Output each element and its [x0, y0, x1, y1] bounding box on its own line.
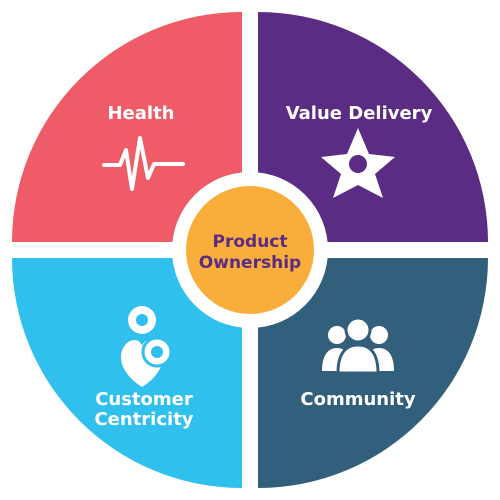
heartbeat-icon	[102, 136, 185, 191]
customer-heart-icon	[121, 306, 173, 387]
quadrant-health	[12, 12, 242, 242]
quadrant-label-customer-centricity-line1: Customer	[95, 389, 193, 410]
quadrant-label-value-delivery: Value Delivery	[286, 103, 433, 124]
star-icon	[321, 128, 395, 198]
people-group-icon	[322, 316, 394, 375]
quadrant-label-customer-centricity-line2: Centricity	[94, 409, 193, 430]
quadrant-label-health: Health	[107, 103, 174, 124]
center-label-line2: Ownership	[199, 253, 301, 273]
quadrant-label-community: Community	[300, 389, 415, 410]
quadrant-value-delivery	[258, 12, 488, 242]
center-label-line1: Product	[213, 232, 288, 252]
center-circle	[186, 186, 314, 314]
